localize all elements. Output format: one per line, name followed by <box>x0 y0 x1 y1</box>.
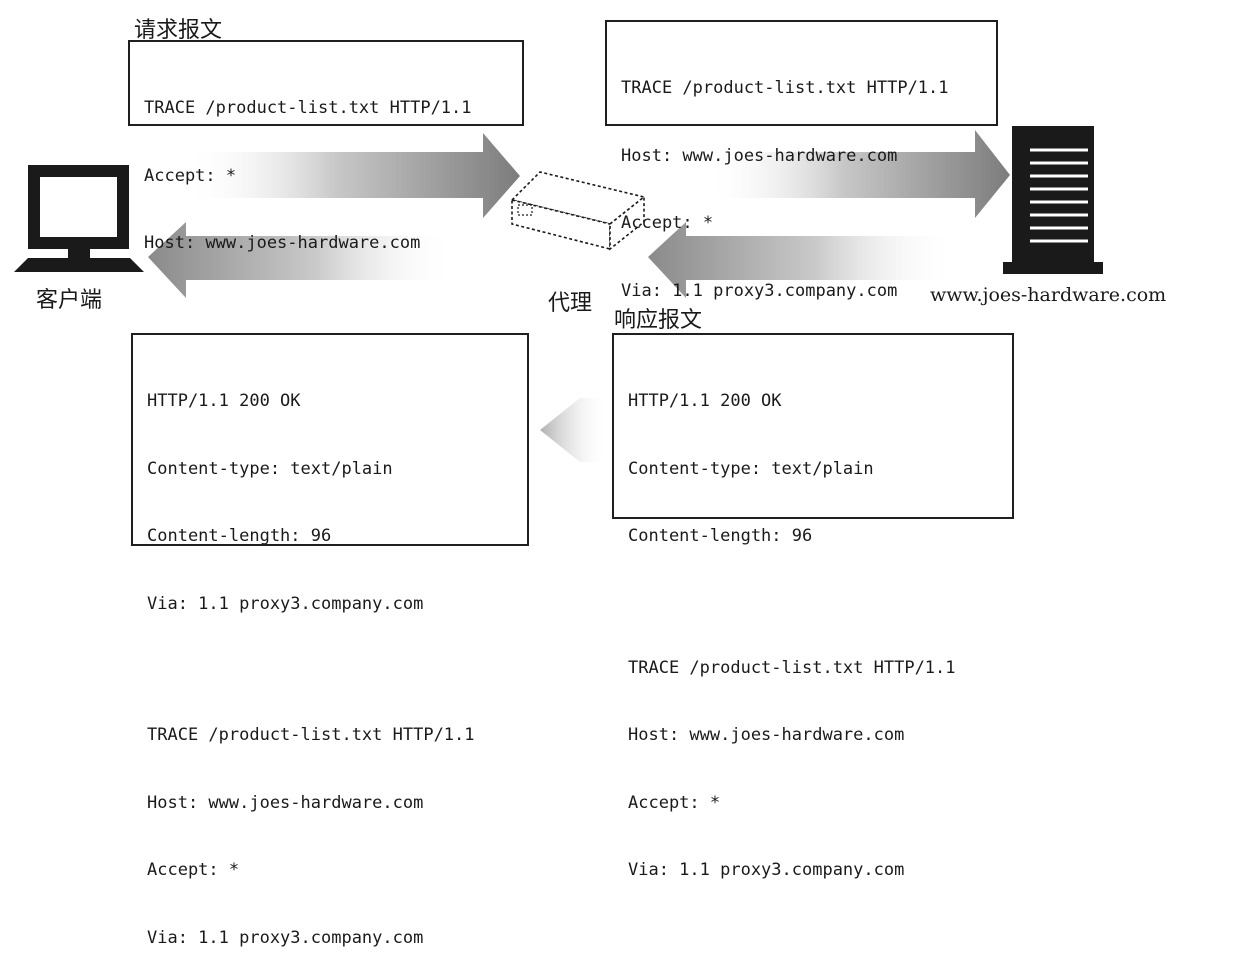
diagram-graphics <box>14 126 1103 462</box>
message-line: Content-length: 96 <box>628 526 813 546</box>
message-line: Via: 1.1 proxy3.company.com <box>621 280 898 301</box>
message-line: HTTP/1.1 200 OK <box>628 391 782 411</box>
message-line: TRACE /product-list.txt HTTP/1.1 <box>147 725 475 745</box>
request-arrow-to-server <box>705 130 1010 218</box>
message-line: Accept: * <box>628 792 721 813</box>
message-line: TRACE /product-list.txt HTTP/1.1 <box>621 78 949 98</box>
response-arrow-to-client <box>148 222 455 298</box>
message-line: Via: 1.1 proxy3.company.com <box>628 860 905 880</box>
response-to-client-box: HTTP/1.1 200 OK Content-type: text/plain… <box>131 333 529 948</box>
message-line: TRACE /product-list.txt HTTP/1.1 <box>144 98 472 118</box>
response-arrow-to-proxy <box>648 222 955 298</box>
request-title: 请求报文 <box>134 18 223 43</box>
message-line: TRACE /product-list.txt HTTP/1.1 <box>628 657 956 678</box>
message-line: Accept: * <box>144 165 237 186</box>
proxy-box-icon <box>510 171 646 251</box>
client-label: 客户端 <box>36 288 103 313</box>
message-line: Accept: * <box>147 860 240 880</box>
message-line: Host: www.joes-hardware.com <box>628 725 905 745</box>
message-line: Accept: * <box>621 213 714 233</box>
server-label: www.joes-hardware.com <box>930 284 1167 306</box>
forwarded-request-box: TRACE /product-list.txt HTTP/1.1 Host: w… <box>605 20 998 301</box>
blank-line <box>628 593 1002 612</box>
response-relay-arrow <box>540 398 608 462</box>
message-line: Via: 1.1 proxy3.company.com <box>147 593 424 614</box>
message-line: Host: www.joes-hardware.com <box>621 145 898 166</box>
response-message-box: HTTP/1.1 200 OK Content-type: text/plain… <box>612 333 1014 880</box>
message-line: Via: 1.1 proxy3.company.com <box>147 927 424 948</box>
request-arrow-to-proxy <box>185 133 520 218</box>
server-icon <box>1003 126 1103 274</box>
blank-line <box>147 660 517 679</box>
message-line: Content-type: text/plain <box>147 458 393 479</box>
message-line: Content-length: 96 <box>147 526 332 546</box>
computer-icon <box>14 165 144 272</box>
message-line: HTTP/1.1 200 OK <box>147 391 301 411</box>
message-line: Host: www.joes-hardware.com <box>144 233 421 253</box>
response-title: 响应报文 <box>614 308 703 333</box>
proxy-label: 代理 <box>548 291 593 316</box>
message-line: Host: www.joes-hardware.com <box>147 792 424 813</box>
request-message-box: TRACE /product-list.txt HTTP/1.1 Accept:… <box>128 40 524 253</box>
message-line: Content-type: text/plain <box>628 458 874 479</box>
